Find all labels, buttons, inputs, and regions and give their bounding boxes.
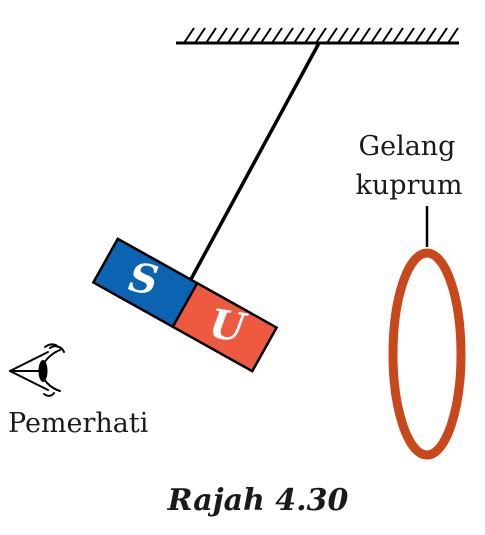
hatch-mark <box>381 27 393 44</box>
hatch-mark <box>392 27 404 44</box>
hatch-mark <box>249 27 261 44</box>
ceiling <box>176 27 459 45</box>
hatch-mark <box>194 27 206 44</box>
hatch-mark <box>183 27 195 44</box>
hatch-mark <box>282 27 294 44</box>
hatch-mark <box>238 27 250 44</box>
figure-caption: Rajah 4.30 <box>167 483 349 518</box>
hatch-mark <box>293 27 305 44</box>
hatch-mark <box>414 27 426 44</box>
hatch-mark <box>271 27 283 44</box>
hatch-mark <box>227 27 239 44</box>
ceiling-hatching <box>183 27 459 44</box>
magnet-divider <box>171 282 199 328</box>
hatch-mark <box>337 27 349 44</box>
hatch-mark <box>260 27 272 44</box>
magnet-pole-s <box>93 238 198 327</box>
copper-ring <box>388 248 466 460</box>
hatch-mark <box>403 27 415 44</box>
magnet-pole-u <box>172 283 277 372</box>
hatch-mark <box>425 27 437 44</box>
hatch-mark <box>304 27 316 44</box>
suspension-string <box>188 42 321 282</box>
bar-magnet: S U <box>91 237 279 373</box>
ring-label-line2: kuprum <box>356 170 463 201</box>
hatch-mark <box>370 27 382 44</box>
hatch-mark <box>315 27 327 44</box>
hatch-mark <box>359 27 371 44</box>
hatch-mark <box>216 27 228 44</box>
hatch-mark <box>205 27 217 44</box>
hatch-mark <box>326 27 338 44</box>
ring-label-line1: Gelang <box>359 131 456 162</box>
hatch-mark <box>436 27 448 44</box>
magnet-outline <box>91 237 279 373</box>
eye-icon <box>9 343 65 397</box>
hatch-mark <box>447 27 459 44</box>
hatch-mark <box>348 27 360 44</box>
observer-label: Pemerhati <box>8 408 149 439</box>
